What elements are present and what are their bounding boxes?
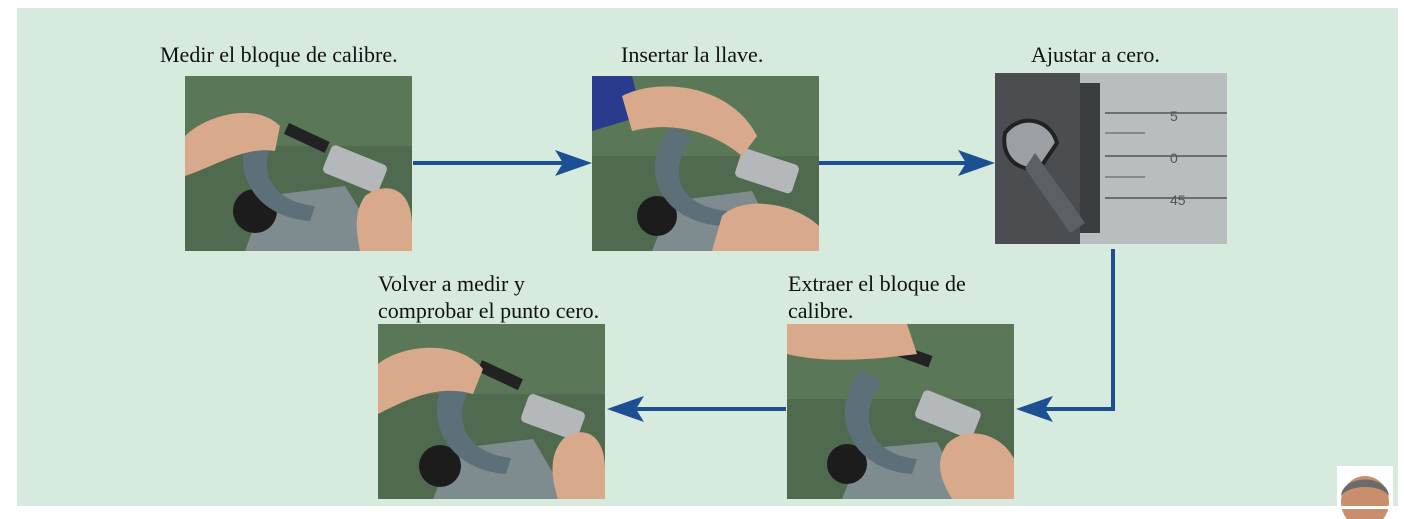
step-2-photo	[592, 76, 819, 251]
step-4-caption: Extraer el bloque de calibre.	[788, 270, 966, 324]
svg-text:45: 45	[1170, 192, 1186, 208]
step-4-caption-line-1: Extraer el bloque de	[788, 271, 966, 296]
svg-text:0: 0	[1170, 150, 1178, 166]
step-1-photo	[185, 76, 412, 251]
step-1-caption: Medir el bloque de calibre.	[160, 42, 398, 67]
step-4-caption-line-2: calibre.	[788, 298, 854, 323]
step-5-caption: Volver a medir y comprobar el punto cero…	[378, 270, 599, 324]
step-4-photo	[787, 324, 1014, 499]
step-5-caption-line-2: comprobar el punto cero.	[378, 298, 600, 323]
step-5-photo	[378, 324, 605, 499]
presenter-avatar	[1337, 466, 1393, 519]
step-3-photo: 5 0 45	[995, 73, 1227, 244]
step-2-caption: Insertar la llave.	[621, 42, 764, 67]
step-3-caption: Ajustar a cero.	[1031, 42, 1160, 67]
svg-text:5: 5	[1170, 108, 1178, 124]
step-5-caption-line-1: Volver a medir y	[378, 271, 525, 296]
